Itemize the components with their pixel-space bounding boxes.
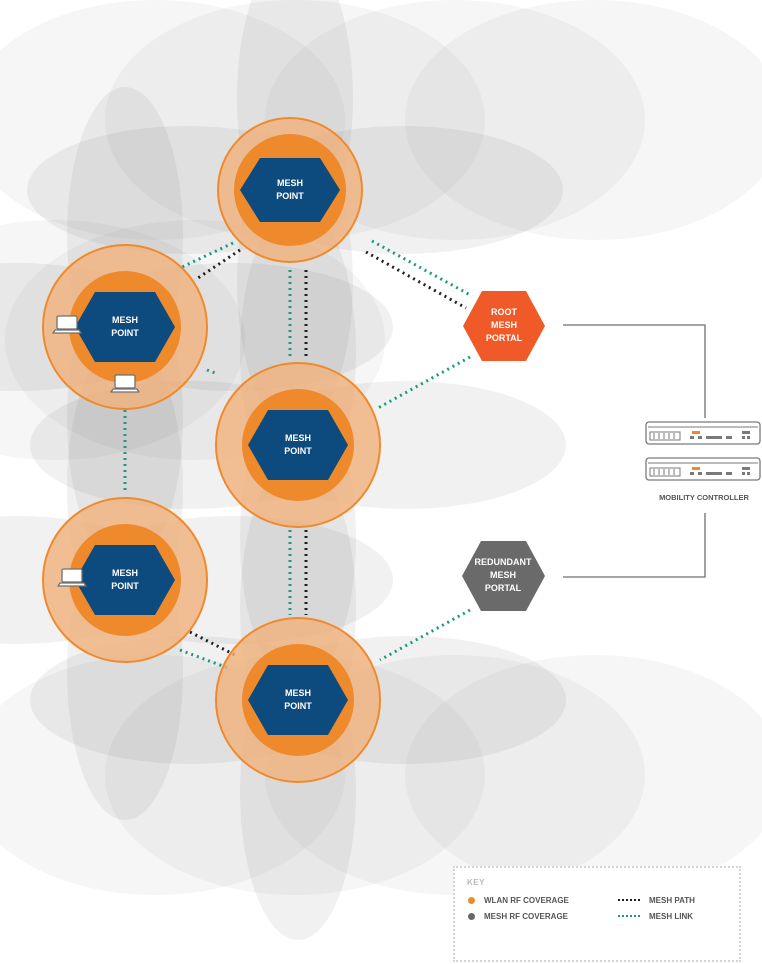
redundant-portal-label: REDUNDANT [475, 557, 532, 567]
mesh-point-hexagon [248, 410, 348, 480]
mesh-link-lines [123, 239, 473, 670]
mesh-point-label: POINT [111, 581, 139, 591]
key-item-mesh-link: MESH LINK [618, 910, 693, 922]
mesh-point-label: POINT [111, 328, 139, 338]
redundant-mesh-portal: REDUNDANT MESH PORTAL [462, 541, 545, 611]
mesh-point-center: MESH POINT [215, 362, 381, 528]
laptop-icon [57, 568, 87, 587]
key-item-wlan-rf-coverage: WLAN RF COVERAGE [468, 894, 569, 906]
teal-dotted-line-icon [618, 915, 640, 917]
controller-uplinks [563, 324, 706, 578]
mesh-point-hexagon [75, 545, 175, 615]
mesh-point-hexagon [240, 158, 340, 222]
mesh-point-left-upper: MESH POINT [42, 244, 208, 410]
key-label: MESH RF COVERAGE [484, 911, 569, 921]
laptop-icon [110, 374, 140, 393]
key-label: WLAN RF COVERAGE [484, 895, 569, 905]
mesh-point-label: POINT [284, 446, 312, 456]
mesh-point-label: MESH [112, 315, 138, 325]
key-label: MESH LINK [649, 911, 693, 921]
mobility-controller-label: MOBILITY CONTROLLER [659, 493, 749, 502]
controller-appliance-icon [645, 421, 761, 481]
key-title: KEY [467, 878, 485, 887]
mesh-point-label: MESH [285, 688, 311, 698]
mesh-point-label: MESH [112, 568, 138, 578]
black-dotted-line-icon [618, 899, 640, 901]
mesh-point-top: MESH POINT [217, 117, 363, 263]
mesh-point-label: MESH [277, 178, 303, 188]
mesh-point-label: MESH [285, 433, 311, 443]
key-label: MESH PATH [649, 895, 695, 905]
mesh-point-label: POINT [276, 191, 304, 201]
laptop-icons [52, 315, 140, 587]
key-item-mesh-path: MESH PATH [618, 894, 695, 906]
root-mesh-portal: ROOT MESH PORTAL [463, 291, 545, 361]
orange-dot-icon [468, 896, 475, 904]
mesh-point-bottom: MESH POINT [215, 617, 381, 783]
root-portal-label: MESH [491, 320, 517, 330]
mesh-point-hexagon [75, 292, 175, 362]
laptop-icon [52, 315, 82, 334]
wlan-rf-coverage: MESH POINT MESH POINT MESH POINT MESH PO… [42, 117, 381, 783]
root-portal-label: PORTAL [486, 333, 523, 343]
root-portal-label: ROOT [491, 307, 518, 317]
mesh-path-lines [189, 248, 467, 657]
redundant-portal-label: MESH [490, 570, 516, 580]
legend-key: KEY WLAN RF COVERAGE MESH RF COVERAGE ME… [453, 866, 741, 962]
mesh-point-hexagon [248, 665, 348, 735]
mesh-point-left-lower: MESH POINT [42, 497, 208, 663]
redundant-portal-label: PORTAL [485, 583, 522, 593]
gray-dot-icon [468, 912, 475, 920]
mesh-point-label: POINT [284, 701, 312, 711]
key-item-mesh-rf-coverage: MESH RF COVERAGE [468, 910, 568, 922]
